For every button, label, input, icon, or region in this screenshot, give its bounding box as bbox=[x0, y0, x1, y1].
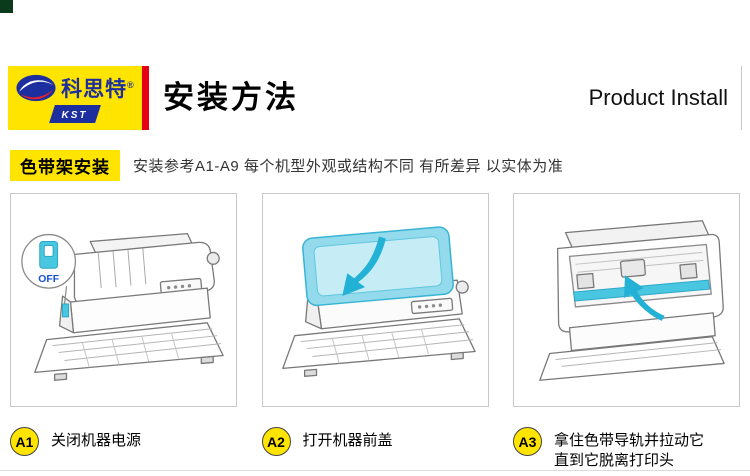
panel-step-a1: OFF bbox=[10, 193, 237, 407]
step-badge-a1: A1 bbox=[10, 427, 39, 456]
section-row: 色带架安装 安装参考A1-A9 每个机型外观或结构不同 有所差异 以实体为准 bbox=[10, 150, 740, 181]
pull-ribbon-arrow-icon bbox=[624, 275, 665, 321]
printer-ribbon-guide-illustration bbox=[539, 220, 725, 381]
step-a3: A3 拿住色带导轨并拉动它 直到它脱离打印头 bbox=[513, 427, 740, 472]
step-a1: A1 关闭机器电源 bbox=[10, 427, 237, 472]
off-callout: OFF bbox=[21, 233, 77, 305]
step-description-a1: 关闭机器电源 bbox=[51, 432, 142, 449]
panel-step-a2 bbox=[261, 193, 489, 407]
header: 科思特® KST 安装方法 Product Install bbox=[8, 66, 742, 130]
instruction-panels: OFF bbox=[10, 193, 740, 407]
bottom-divider bbox=[0, 470, 750, 471]
section-label: 色带架安装 bbox=[10, 150, 120, 181]
step-badge-a3: A3 bbox=[513, 427, 542, 456]
brand-ribbon: KST bbox=[49, 105, 101, 123]
brand-sub-label: KST bbox=[61, 110, 88, 121]
step-description-a2: 打开机器前盖 bbox=[302, 432, 393, 449]
page-title-english: Product Install bbox=[588, 85, 728, 110]
brand-name: 科思特® bbox=[61, 78, 135, 101]
step-a2: A2 打开机器前盖 bbox=[261, 427, 489, 472]
brand-logo-row: 科思特® bbox=[15, 73, 135, 103]
panel-step-a3 bbox=[513, 193, 740, 407]
registered-mark: ® bbox=[127, 80, 135, 90]
page-title: 安装方法 bbox=[163, 80, 299, 115]
section-note: 安装参考A1-A9 每个机型外观或结构不同 有所差异 以实体为准 bbox=[133, 158, 564, 175]
corner-mark bbox=[0, 0, 13, 13]
off-label: OFF bbox=[38, 274, 59, 285]
red-divider bbox=[142, 66, 149, 130]
ribbon-guide-highlight bbox=[572, 279, 711, 302]
printer-open-cover-illustration bbox=[281, 226, 476, 377]
step-badge-a2: A2 bbox=[261, 427, 291, 456]
brand-logo-box: 科思特® KST bbox=[8, 66, 142, 130]
step-captions: A1 关闭机器电源 A2 打开机器前盖 A3 拿住色带导轨并拉动它 直到它脱离打… bbox=[10, 427, 740, 472]
front-cover-highlight bbox=[301, 226, 454, 307]
printer-power-off-illustration: OFF bbox=[21, 232, 224, 381]
open-cover-arrow-icon bbox=[341, 236, 386, 297]
header-edge-line bbox=[741, 66, 742, 130]
step-description-a3: 拿住色带导轨并拉动它 直到它脱离打印头 bbox=[554, 432, 705, 470]
power-switch bbox=[62, 303, 69, 318]
kst-logo-icon bbox=[16, 74, 56, 102]
